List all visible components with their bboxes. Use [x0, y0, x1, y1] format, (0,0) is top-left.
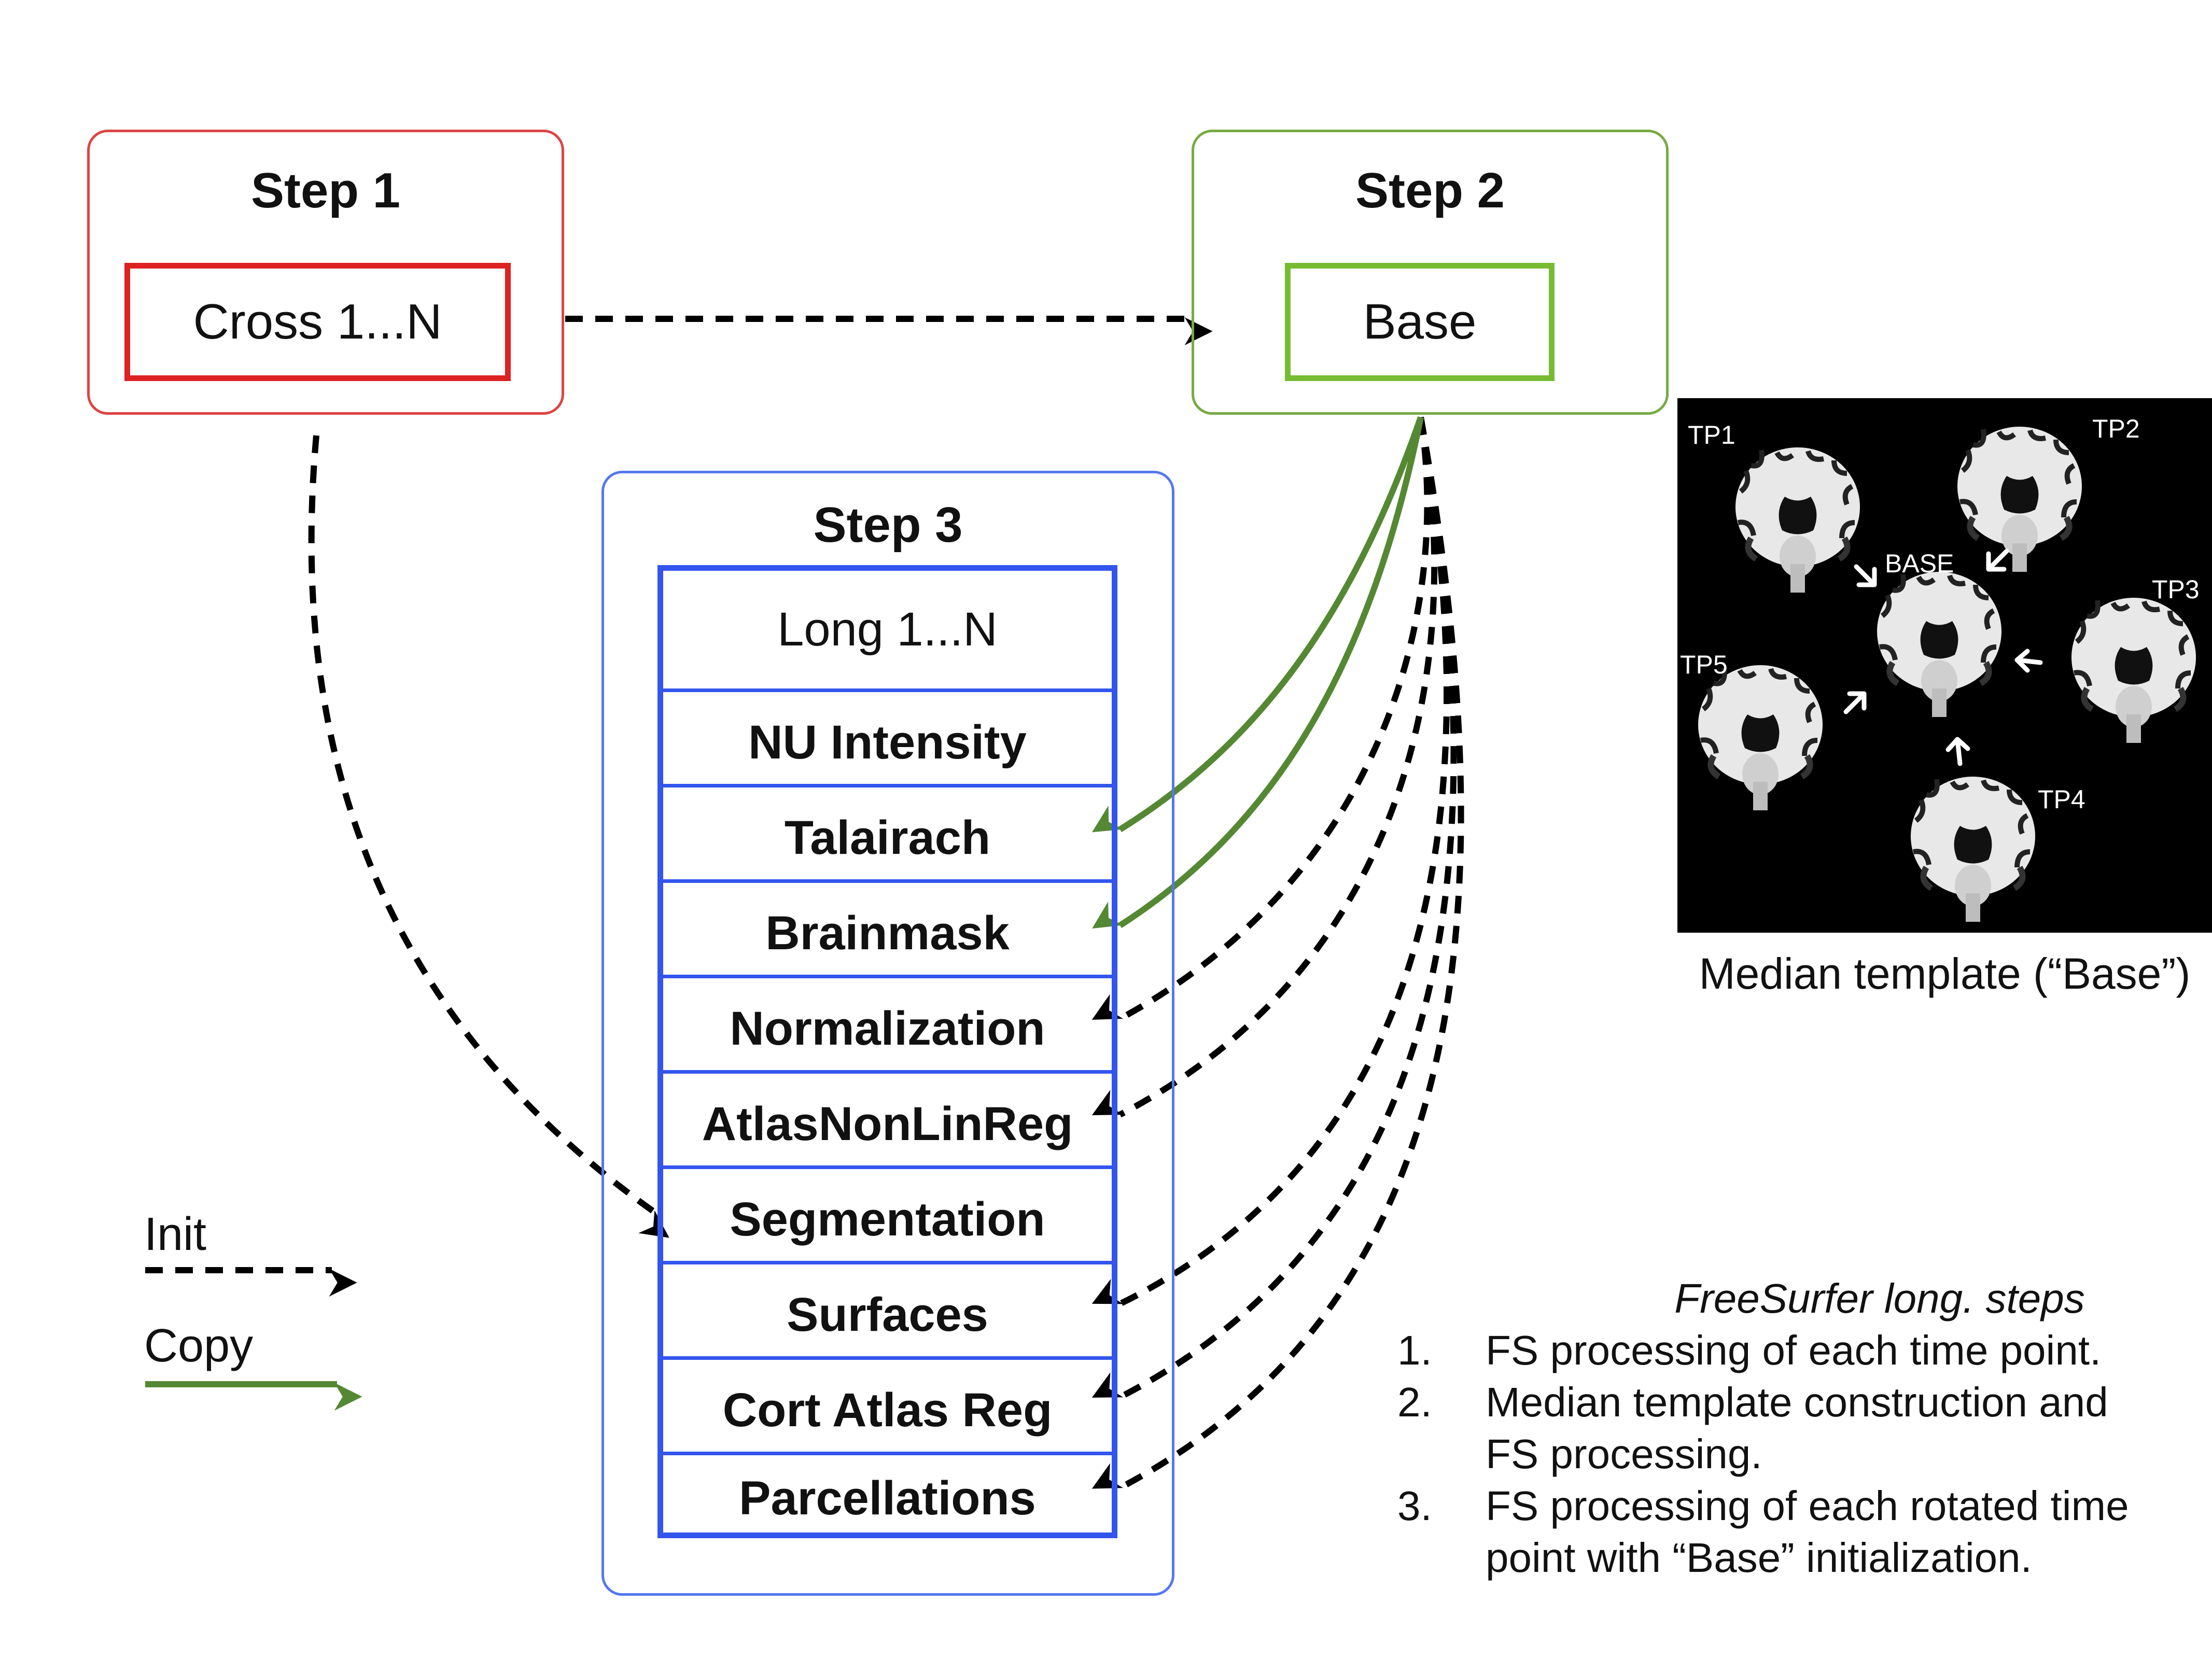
- copy-arrow-base-to-brainmask: [1092, 416, 1424, 929]
- init-arrow-base-to-parcellations: [1091, 416, 1464, 1491]
- stack-row-atlasnonlinreg: AtlasNonLinReg: [663, 1070, 1112, 1165]
- template-caption: Median template (“Base”): [1699, 949, 2191, 998]
- init-arrow-base-to-atlasnonlinreg: [1091, 416, 1438, 1118]
- step2-box: Step 2 Base: [1192, 130, 1669, 415]
- label-tp4: TP4: [2038, 785, 2085, 814]
- arrow-tp1-to-base: [1854, 564, 1877, 587]
- brain-tp2: [1957, 427, 2082, 572]
- step3-stack: Long 1...N NU Intensity Talairach Brainm…: [657, 565, 1117, 1538]
- base-box: Base: [1285, 263, 1555, 381]
- stack-row-long: Long 1...N: [777, 603, 998, 656]
- label-tp2: TP2: [2092, 414, 2140, 443]
- cross-box: Cross 1...N: [124, 263, 511, 381]
- init-arrow-base-to-normalization: [1091, 417, 1431, 1022]
- steps-item-number: 2.: [1397, 1379, 1432, 1425]
- stack-row-talairach: Talairach: [663, 784, 1112, 879]
- step1-box: Step 1 Cross 1...N: [87, 130, 564, 415]
- steps-item: 2. Median template construction and FS p…: [1397, 1376, 2206, 1480]
- steps-item-number: 1.: [1397, 1327, 1432, 1373]
- step1-title: Step 1: [250, 163, 401, 218]
- steps-item: 3. FS processing of each rotated time po…: [1397, 1480, 2206, 1584]
- brain-base: [1877, 572, 2001, 717]
- median-template-image: TP1 TP2 BASE TP3 TP5 TP4: [1677, 398, 2212, 933]
- steps-heading: FreeSurfer long. steps: [1674, 1275, 2085, 1321]
- steps-item-text: FS processing of each rotated time point…: [1486, 1483, 2129, 1581]
- step3-title: Step 3: [813, 497, 963, 553]
- copy-arrow-base-to-talairach: [1092, 416, 1424, 833]
- brain-tp5: [1698, 665, 1823, 810]
- arrow-tp3-to-base: [2014, 649, 2043, 673]
- step3-box: Step 3: [601, 471, 1174, 1596]
- arrow-tp4-to-base: [1945, 737, 1970, 766]
- stack-row-surfaces: Surfaces: [663, 1261, 1112, 1356]
- stack-row-normalization: Normalization: [663, 975, 1112, 1070]
- step2-title: Step 2: [1355, 163, 1505, 218]
- init-arrow-step1-to-segmentation: [308, 435, 669, 1238]
- brain-tp3: [2071, 598, 2196, 743]
- steps-item-text: FS processing of each time point.: [1486, 1327, 2102, 1373]
- stack-row-nu-intensity: NU Intensity: [663, 688, 1112, 784]
- stack-row-brainmask: Brainmask: [663, 879, 1112, 975]
- steps-item: 1. FS processing of each time point.: [1397, 1325, 2206, 1376]
- brain-tp1: [1735, 447, 1860, 593]
- legend-copy-label: Copy: [144, 1320, 254, 1372]
- freesurfer-steps: FreeSurfer long. steps 1. FS processing …: [1397, 1273, 2206, 1584]
- legend-init-label: Init: [144, 1208, 207, 1260]
- arrow-tp5-to-base: [1843, 691, 1867, 714]
- label-tp3: TP3: [2152, 575, 2200, 604]
- arrow-tp2-to-base: [1986, 549, 2009, 572]
- steps-item-number: 3.: [1397, 1483, 1432, 1529]
- stack-row-parcellations: Parcellations: [663, 1452, 1112, 1533]
- steps-item-text: Median template construction and FS proc…: [1486, 1379, 2108, 1477]
- stack-row-cort-atlas-reg: Cort Atlas Reg: [663, 1356, 1112, 1452]
- brain-illustration: [1677, 398, 2212, 933]
- label-base: BASE: [1885, 549, 1954, 578]
- stack-row-segmentation: Segmentation: [663, 1165, 1112, 1261]
- label-tp1: TP1: [1688, 420, 1735, 449]
- brain-tp4: [1911, 777, 2035, 922]
- label-tp5: TP5: [1680, 650, 1728, 679]
